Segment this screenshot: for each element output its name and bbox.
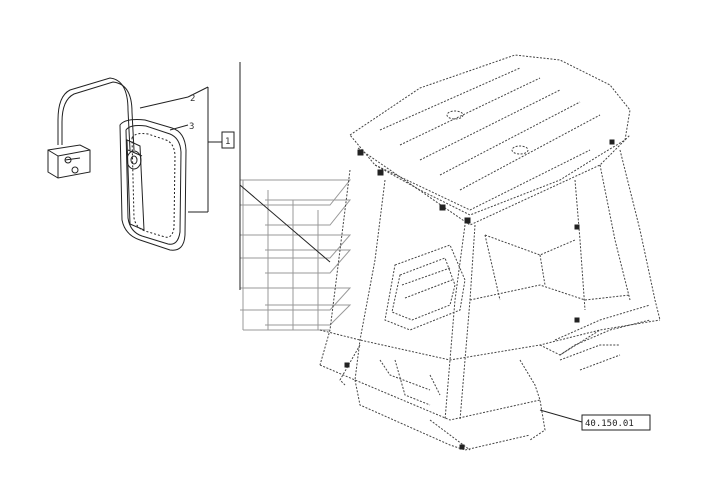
leader-lines	[239, 62, 331, 290]
cab-outline	[319, 54, 661, 451]
callout-box-1: 1	[221, 131, 235, 149]
callout-2: 2	[190, 94, 195, 104]
callout-1: 1	[225, 137, 230, 147]
roof-fittings	[344, 139, 615, 450]
callout-bracket	[139, 86, 222, 213]
reference-code: 40.150.01	[585, 419, 634, 429]
watermark-logo	[240, 179, 352, 331]
callout-3: 3	[189, 122, 194, 132]
reference-box: 40.150.01	[539, 409, 651, 431]
mirror-assembly	[47, 77, 187, 251]
